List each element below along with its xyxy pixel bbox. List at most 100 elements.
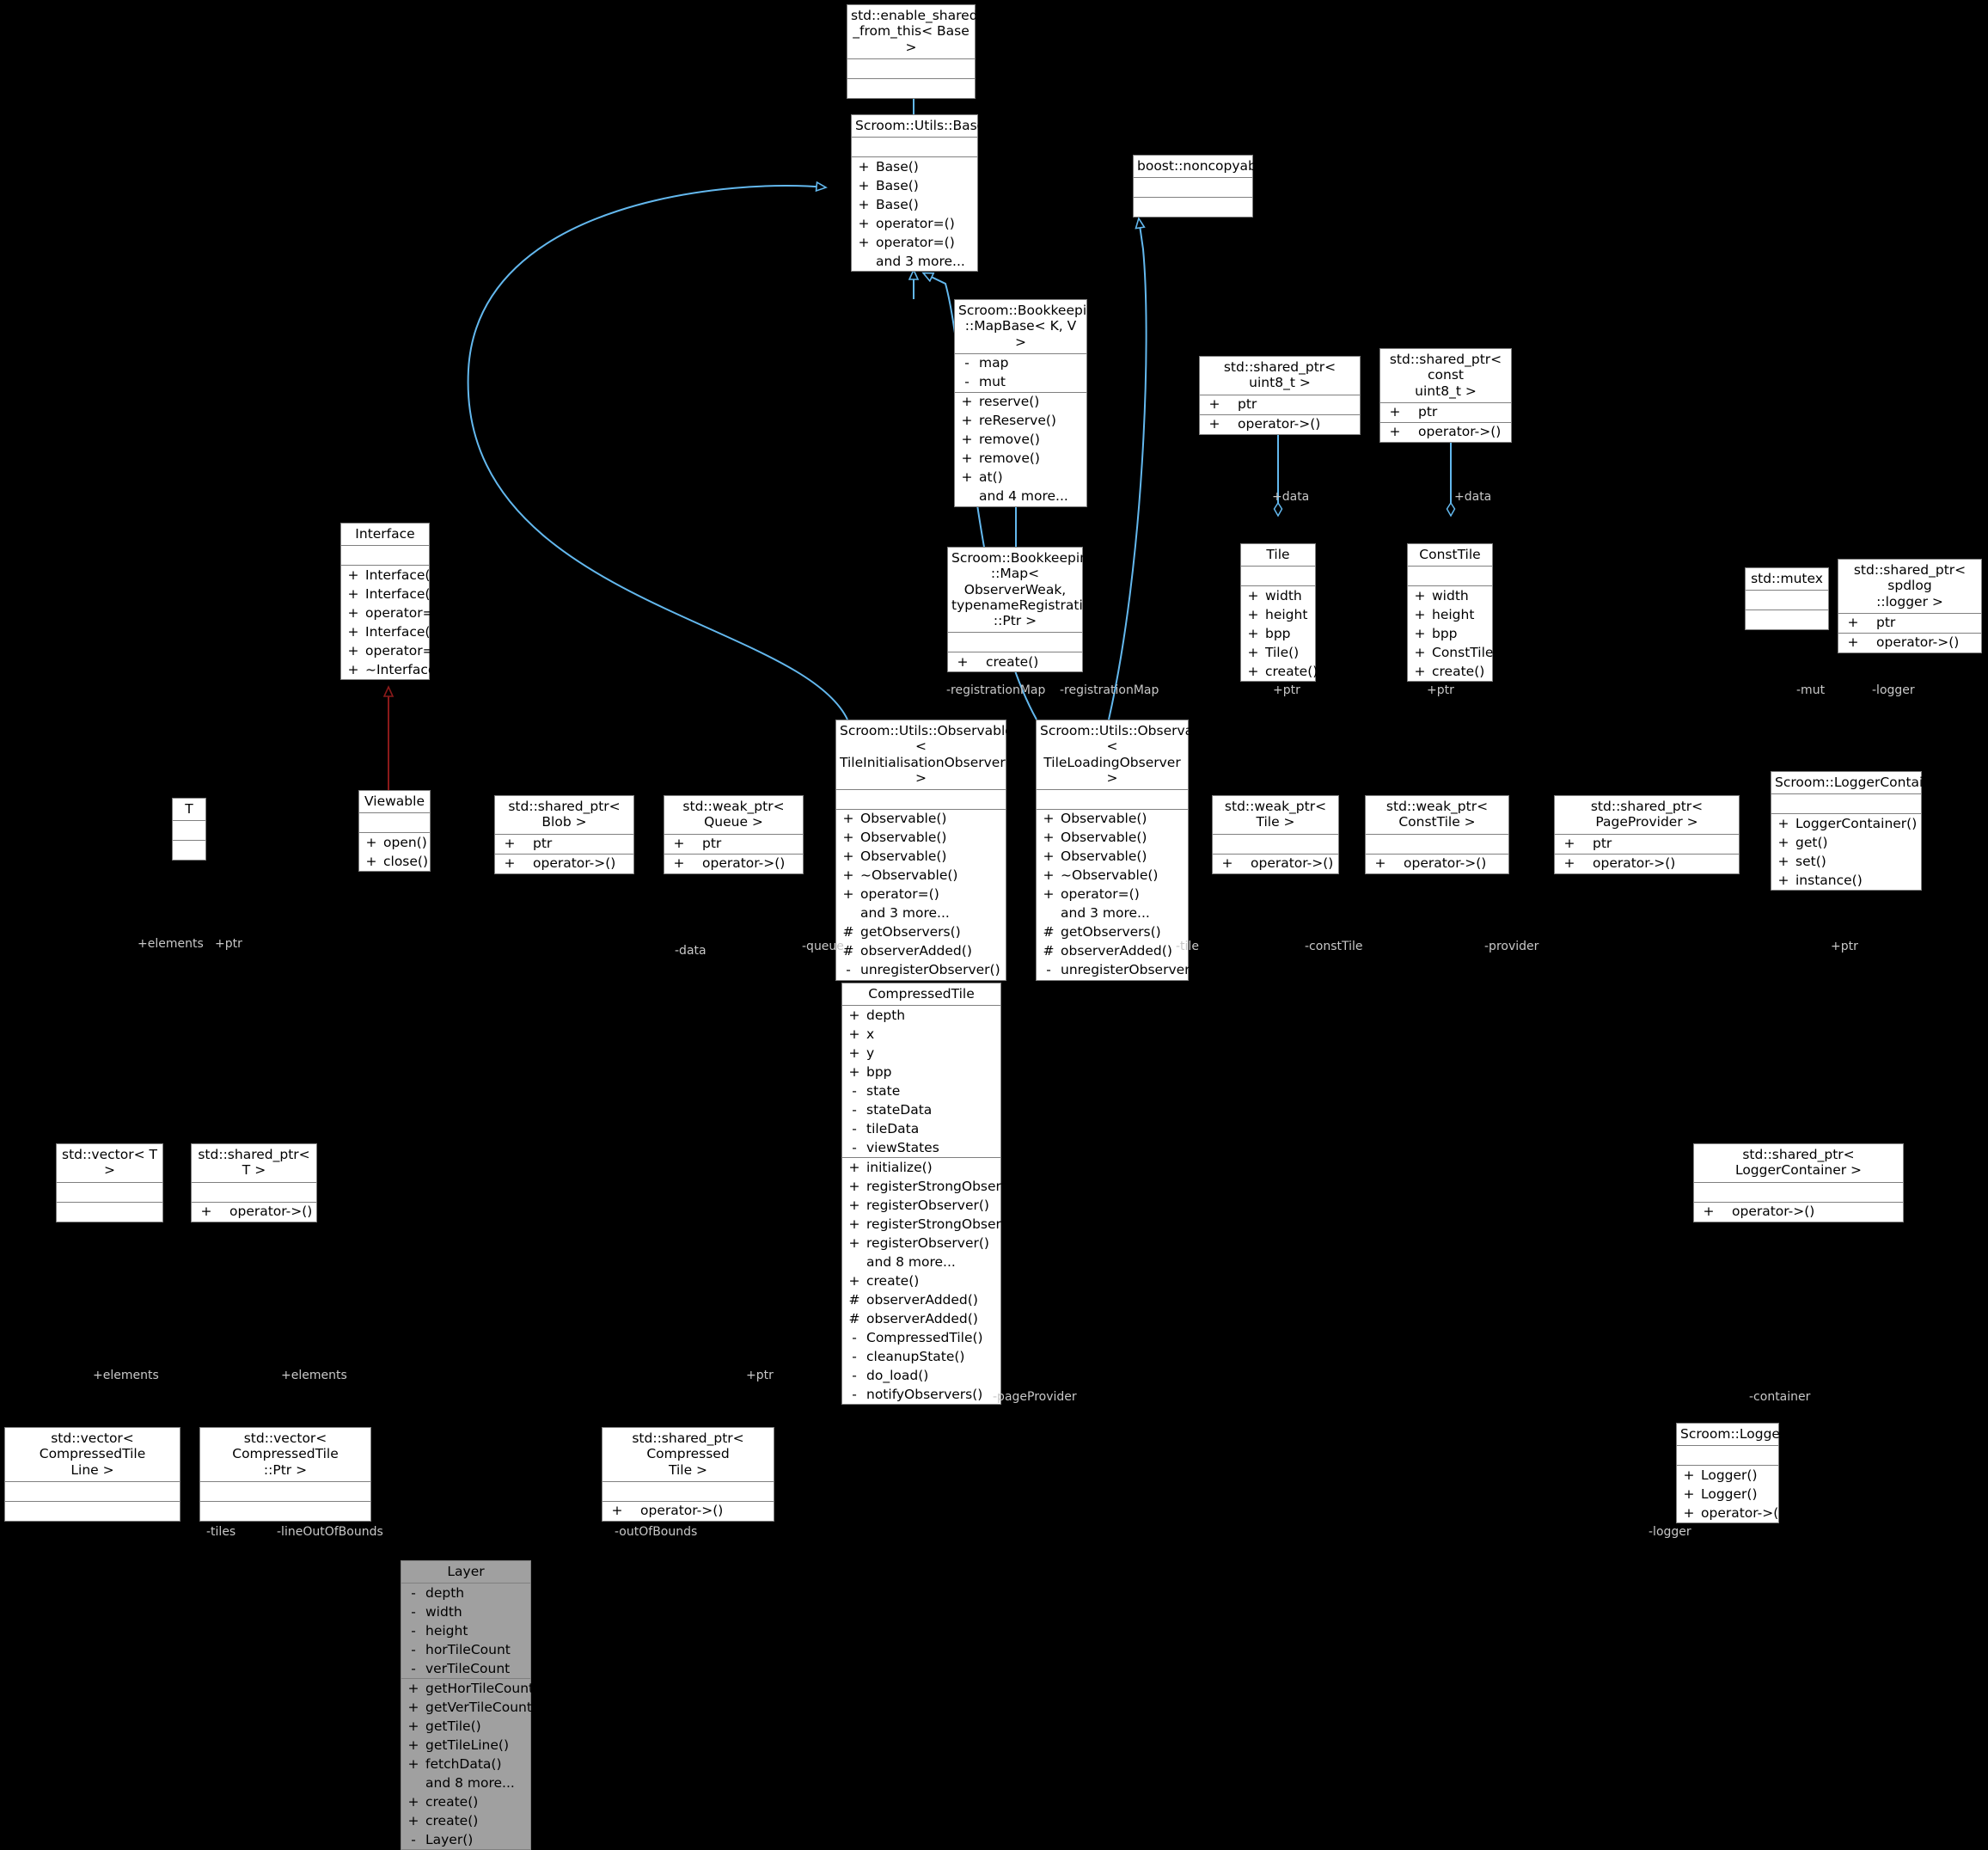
edge-label-l-regmap-2: -registrationMap	[1060, 683, 1159, 697]
member-visibility: +	[961, 450, 973, 467]
class-node-sp_blob[interactable]: std::shared_ptr< Blob >+ptr+operator->()	[494, 795, 634, 874]
member-visibility: +	[848, 1007, 860, 1023]
class-node-viewable[interactable]: Viewable+open()+close()	[358, 790, 431, 873]
member-visibility: +	[365, 853, 377, 869]
member-visibility: #	[848, 1291, 860, 1308]
class-member-row: and 8 more...	[842, 1253, 1000, 1271]
class-node-bk_map[interactable]: Scroom::Bookkeeping ::Map< ObserverWeak,…	[947, 547, 1099, 673]
class-node-sp_loggercontainer[interactable]: std::shared_ptr< LoggerContainer >+opera…	[1693, 1143, 1904, 1222]
edge-label-l-ptr-lc: +ptr	[1831, 940, 1858, 953]
member-visibility: -	[964, 355, 970, 371]
member-name: create()	[1432, 663, 1485, 679]
class-member-row: +registerStrongObserver()	[842, 1177, 1034, 1196]
class-member-row: +operator=()	[341, 603, 444, 622]
class-node-obs_tileinit[interactable]: Scroom::Utils::Observable < TileInitiali…	[835, 720, 1013, 982]
member-name: operator->()	[1593, 855, 1676, 871]
class-node-vector_ctptr[interactable]: std::vector< CompressedTile ::Ptr >	[199, 1427, 371, 1522]
member-visibility: +	[842, 830, 854, 846]
class-node-wp_tile[interactable]: std::weak_ptr< Tile >+operator->()	[1212, 795, 1339, 874]
class-node-vector_T[interactable]: std::vector< T >	[56, 1143, 163, 1222]
class-member-row: +Observable()	[1037, 810, 1188, 829]
class-node-title: CompressedTile	[842, 983, 1000, 1007]
class-node-utils_base[interactable]: Scroom::Utils::Base+Base()+Base()+Base()…	[851, 114, 985, 273]
class-member-row: -unregisterObserver()	[1037, 961, 1200, 980]
edge-label-l-ptr-T: +ptr	[215, 937, 242, 951]
class-member-row: +create()	[1408, 662, 1492, 681]
class-node-layer[interactable]: Layer-depth-width-height-horTileCount-ve…	[401, 1560, 545, 1850]
class-node-title: std::vector< CompressedTile Line >	[5, 1428, 180, 1482]
class-node-wp_queue[interactable]: std::weak_ptr< Queue >+ptr+operator->()	[664, 795, 804, 874]
member-name: create()	[866, 1272, 920, 1289]
class-node-interface[interactable]: Interface+Interface()+Interface()+operat…	[340, 523, 446, 681]
class-node-sp_pageprovider[interactable]: std::shared_ptr< PageProvider >+ptr+oper…	[1554, 795, 1740, 874]
member-visibility: +	[858, 196, 870, 212]
class-node-compartment-operations: +operator->()	[192, 1203, 316, 1222]
class-node-compartment-operations	[173, 841, 205, 860]
member-name: operator=()	[365, 642, 444, 659]
member-name: Interface()	[365, 567, 436, 583]
edge-label-l-container: -container	[1749, 1390, 1811, 1404]
member-visibility: +	[347, 604, 359, 621]
member-visibility: +	[1777, 872, 1789, 888]
class-node-std_mutex[interactable]: std::mutex	[1745, 567, 1829, 631]
class-member-row: +Observable()	[1037, 848, 1188, 867]
class-node-compartment-operations	[5, 1502, 180, 1521]
member-visibility: +	[1247, 587, 1259, 603]
member-visibility: +	[407, 1812, 419, 1829]
class-member-row: #getObservers()	[1037, 923, 1188, 942]
member-name: notifyObservers()	[866, 1386, 983, 1402]
class-node-sp_const_uint8[interactable]: std::shared_ptr< const uint8_t >+ptr+ope…	[1379, 348, 1512, 443]
class-node-title: std::shared_ptr< uint8_t >	[1200, 357, 1360, 395]
class-node-compartment-operations: +operator->()	[664, 855, 803, 873]
member-name: Layer()	[425, 1831, 474, 1847]
edge-label-l-queue: -queue	[802, 940, 844, 953]
class-node-compartment-attributes	[836, 790, 1006, 811]
class-member-row: +getHorTileCount()	[401, 1679, 545, 1698]
member-visibility: -	[852, 1329, 857, 1345]
edge-label-l-elements-1: +elements	[93, 1369, 159, 1382]
class-node-sp_spdlog_logger[interactable]: std::shared_ptr< spdlog ::logger >+ptr+o…	[1838, 559, 1982, 653]
member-visibility: -	[964, 374, 970, 390]
class-member-row: +create()	[842, 1271, 1000, 1290]
class-member-row: -notifyObservers()	[842, 1385, 1000, 1404]
class-member-row: +bpp	[1408, 624, 1492, 643]
member-visibility: #	[1043, 943, 1055, 959]
member-visibility: +	[1703, 1203, 1715, 1219]
edge-label-l-ptr-ct: +ptr	[746, 1369, 774, 1382]
class-node-typeT[interactable]: T	[172, 798, 206, 861]
class-node-mapbase[interactable]: Scroom::Bookkeeping ::MapBase< K, V >-ma…	[954, 299, 1104, 507]
class-node-title: Tile	[1241, 544, 1315, 567]
class-node-sp_T[interactable]: std::shared_ptr< T >+operator->()	[191, 1143, 317, 1222]
class-node-compartment-attributes	[1771, 794, 1921, 815]
class-node-sp_compressedtile[interactable]: std::shared_ptr< Compressed Tile >+opera…	[602, 1427, 774, 1522]
member-visibility: +	[504, 835, 516, 851]
member-name: CompressedTile()	[866, 1329, 983, 1345]
class-node-obs_tileload[interactable]: Scroom::Utils::Observable < TileLoadingO…	[1036, 720, 1214, 982]
class-node-title: std::shared_ptr< const uint8_t >	[1380, 349, 1511, 403]
class-node-title: std::enable_shared _from_this< Base >	[847, 5, 978, 59]
class-node-wp_consttile[interactable]: std::weak_ptr< ConstTile >+operator->()	[1365, 795, 1509, 874]
class-node-enable_shared_from_this[interactable]: std::enable_shared _from_this< Base >	[847, 4, 978, 99]
member-visibility: +	[961, 394, 973, 410]
member-visibility: +	[858, 177, 870, 193]
member-visibility: +	[1563, 835, 1575, 851]
class-node-compartment-attributes	[1677, 1446, 1778, 1467]
class-node-sp_uint8[interactable]: std::shared_ptr< uint8_t >+ptr+operator-…	[1199, 356, 1361, 435]
member-visibility: -	[411, 1660, 416, 1676]
class-member-row: +operator->()	[603, 1502, 774, 1521]
class-member-row: +initialize()	[842, 1158, 1000, 1177]
member-visibility: -	[411, 1584, 416, 1601]
class-node-boost_noncopyable[interactable]: boost::noncopyable	[1133, 155, 1269, 218]
member-name: getVerTileCount()	[425, 1699, 543, 1715]
class-node-compressedtile[interactable]: CompressedTile+depth+x+y+bpp-state-state…	[841, 983, 1034, 1406]
member-name: operator->()	[640, 1503, 724, 1519]
member-visibility: +	[961, 413, 973, 429]
class-node-consttile[interactable]: ConstTile+width+height+bpp+ConstTile()+c…	[1407, 543, 1504, 683]
class-node-vector_ctline[interactable]: std::vector< CompressedTile Line >	[4, 1427, 180, 1522]
class-node-loggercontainer[interactable]: Scroom::LoggerContainer+LoggerContainer(…	[1771, 771, 1945, 891]
class-node-scroom_logger[interactable]: Scroom::Logger+Logger()+Logger()+operato…	[1676, 1423, 1785, 1524]
class-node-tile[interactable]: Tile+width+height+bpp+Tile()+create()	[1240, 543, 1318, 683]
member-name: create()	[1265, 663, 1318, 679]
class-member-row: +width	[1241, 586, 1315, 605]
member-name: LoggerContainer()	[1795, 815, 1918, 831]
